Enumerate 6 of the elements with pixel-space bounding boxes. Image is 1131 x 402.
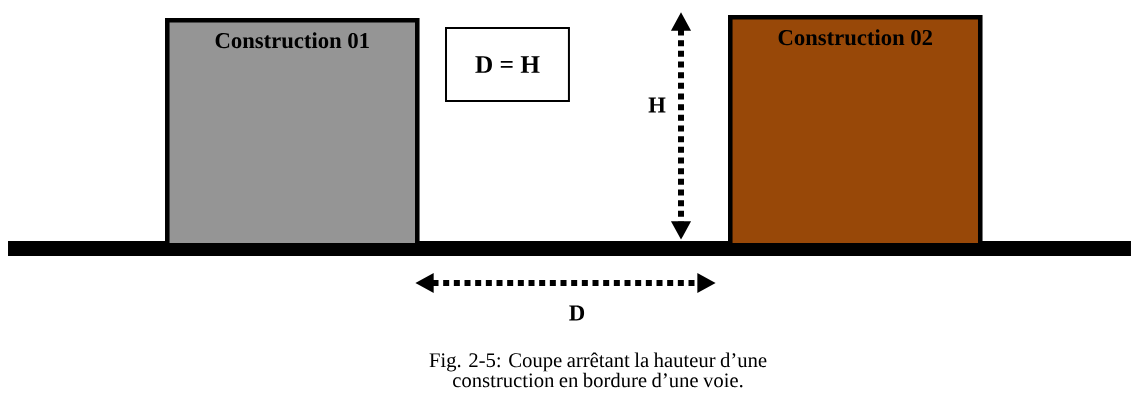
building-box: Construction 02	[728, 15, 983, 248]
dimension-label: D	[567, 304, 587, 322]
formula-box: D = H	[445, 27, 570, 103]
caption: Fig. 2-5: Coupe arrêtant la hauteur d’une construction en bordure d’une voie.	[429, 352, 767, 388]
dimension-label: H	[646, 96, 668, 114]
building-box: Construction 01	[165, 18, 420, 248]
